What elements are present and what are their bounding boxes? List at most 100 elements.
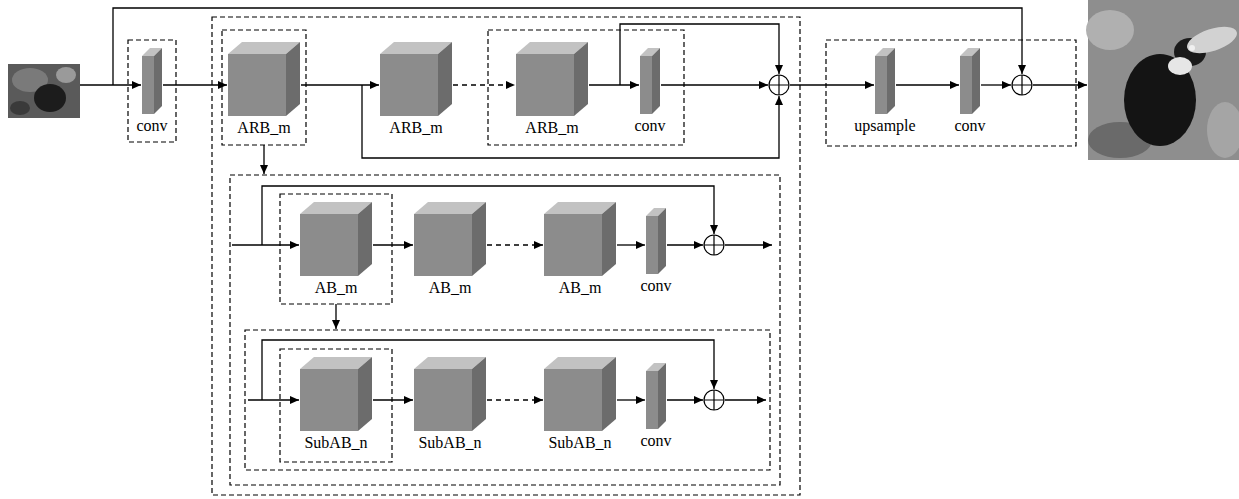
cuboid-front — [544, 214, 602, 276]
flow-arrow — [589, 84, 639, 85]
cuboid-side — [887, 48, 895, 114]
block-label: AB_m — [559, 279, 602, 297]
group-outline — [128, 40, 176, 142]
cuboid-front — [380, 54, 438, 116]
cuboid-front — [228, 54, 286, 116]
sum-symbol — [769, 75, 789, 95]
cuboid-front — [300, 214, 358, 276]
block-node: AB_m — [544, 202, 616, 297]
flow-arrow — [487, 244, 543, 245]
flow-arrow — [617, 244, 645, 245]
wire — [661, 84, 768, 85]
cuboid-side — [574, 42, 588, 116]
block-node: conv — [954, 48, 985, 135]
sum-symbols — [704, 75, 1032, 410]
group-outline — [488, 30, 684, 145]
cuboid-side — [154, 48, 162, 114]
cuboid-symbol — [646, 208, 666, 274]
block-label: conv — [634, 117, 665, 135]
wire — [248, 399, 299, 400]
block-label: conv — [136, 117, 167, 135]
output-image-beak — [1184, 22, 1239, 59]
output-image — [1086, 0, 1239, 160]
sum-symbol — [704, 235, 724, 255]
wire — [80, 84, 141, 85]
wires — [80, 8, 1087, 400]
wire — [725, 244, 772, 245]
input-image-patch — [56, 67, 76, 83]
sum-symbol — [704, 390, 724, 410]
block-label: conv — [640, 277, 671, 295]
cuboid-symbol — [646, 363, 666, 429]
cuboid-symbol — [516, 42, 588, 116]
group-outline — [826, 40, 1076, 146]
block-node: SubAB_n — [414, 357, 486, 452]
block-node: upsample — [854, 48, 915, 135]
cuboid-side — [652, 48, 660, 114]
block-label: ARB_m — [389, 119, 442, 137]
block-node: ARB_m — [228, 42, 300, 137]
wire — [1033, 84, 1087, 85]
cuboid-side — [358, 357, 372, 431]
group-outline — [212, 17, 800, 495]
wire — [790, 84, 874, 85]
cuboid-side — [358, 202, 372, 276]
wire — [232, 244, 299, 245]
block-node: conv — [640, 363, 671, 450]
cuboid-side — [602, 202, 616, 276]
output-image-throat — [1168, 57, 1192, 75]
cuboid-symbol — [380, 42, 452, 116]
flow-arrow — [617, 399, 645, 400]
sum-symbol — [1012, 75, 1032, 95]
block-node: SubAB_n — [544, 357, 616, 452]
expand-wire — [263, 145, 264, 174]
block-label: ARB_m — [237, 119, 290, 137]
cuboid-symbol — [875, 48, 895, 114]
input-image-patch — [10, 101, 30, 115]
block-label: AB_m — [429, 279, 472, 297]
block-node: SubAB_n — [300, 357, 372, 452]
flow-arrow — [373, 399, 413, 400]
output-image-patch — [1086, 10, 1134, 50]
cuboid-symbol — [414, 202, 486, 276]
group-outline — [280, 194, 392, 304]
input-image-ground — [8, 64, 80, 118]
cuboid-front — [960, 56, 972, 114]
cuboid-symbol — [960, 48, 980, 114]
input-image-patch — [34, 84, 66, 112]
cuboid-symbol — [414, 357, 486, 431]
sum-symbol — [704, 390, 724, 410]
flow-arrow — [896, 84, 959, 85]
output-image-bird — [1124, 54, 1196, 146]
cuboid-front — [516, 54, 574, 116]
cuboid-front — [646, 216, 658, 274]
output-image-eye — [1189, 45, 1195, 51]
flow-arrow — [301, 84, 379, 85]
block-label: SubAB_n — [548, 434, 611, 452]
wire — [981, 84, 1011, 85]
cuboid-side — [602, 357, 616, 431]
cuboid-front — [544, 369, 602, 431]
block-node: conv — [136, 48, 167, 135]
cuboid-side — [472, 357, 486, 431]
group-outline — [230, 175, 780, 485]
group-outline — [245, 330, 770, 470]
block-node: conv — [640, 208, 671, 295]
cuboid-front — [640, 56, 652, 114]
sum-symbol — [1012, 75, 1032, 95]
block-label: upsample — [854, 117, 915, 135]
group-outline — [280, 349, 392, 462]
flow-arrow — [373, 244, 413, 245]
block-label: ARB_m — [525, 119, 578, 137]
cuboid-front — [646, 371, 658, 429]
cuboid-side — [658, 208, 666, 274]
cuboid-front — [875, 56, 887, 114]
block-node: AB_m — [414, 202, 486, 297]
cuboid-symbol — [544, 357, 616, 431]
output-image-patch — [1207, 102, 1239, 158]
group-outline — [222, 30, 306, 145]
group-outlines — [128, 17, 1076, 495]
